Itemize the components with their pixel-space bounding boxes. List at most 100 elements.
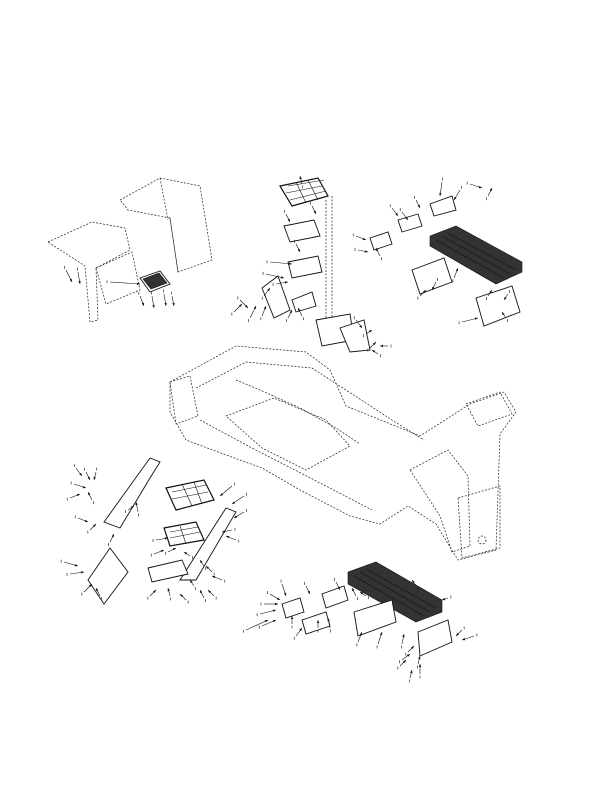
leader-arrowhead bbox=[136, 282, 140, 285]
leader-arrowhead bbox=[141, 302, 144, 306]
leader-arrowhead bbox=[200, 590, 203, 594]
leader-arrowhead bbox=[432, 286, 435, 290]
leader-arrowhead bbox=[152, 304, 155, 308]
leader-arrowhead bbox=[87, 476, 90, 480]
leader-arrowhead bbox=[135, 502, 138, 506]
frame-right-plate bbox=[457, 485, 501, 559]
leader-arrowhead bbox=[172, 548, 176, 551]
leader-arrowhead bbox=[283, 592, 287, 596]
lower-left-side-shield bbox=[87, 547, 129, 605]
frame-right-box bbox=[409, 449, 471, 553]
tread-bracket-b bbox=[475, 285, 521, 327]
leader-arrowhead bbox=[316, 620, 320, 623]
leader-arrowhead bbox=[253, 306, 256, 310]
leader-arrowhead bbox=[78, 280, 81, 284]
leader-arrowhead bbox=[80, 571, 84, 574]
frame-bore bbox=[477, 535, 487, 545]
upper-step-bracket bbox=[283, 219, 321, 243]
leader-arrowhead bbox=[74, 564, 78, 567]
leader-arrowhead bbox=[245, 305, 248, 308]
leader-arrowhead bbox=[164, 302, 167, 306]
leader-arrowhead bbox=[402, 634, 405, 638]
lower-step-clamp-c bbox=[321, 585, 349, 609]
step-clamp-b bbox=[397, 213, 423, 233]
leader-arrowhead bbox=[368, 330, 372, 333]
leader-arrowhead bbox=[111, 534, 114, 538]
leader-arrowhead bbox=[184, 552, 188, 555]
lower-step-clamp-b bbox=[301, 611, 331, 635]
frame-rail-bottom bbox=[199, 419, 373, 511]
leader-arrowhead bbox=[289, 310, 292, 314]
leader-arrowhead bbox=[442, 597, 446, 601]
leader-arrowhead bbox=[364, 250, 368, 253]
leader-arrowhead bbox=[263, 306, 266, 310]
leader-arrowhead bbox=[93, 476, 96, 480]
leader-arrowhead bbox=[406, 654, 410, 657]
leader-arrowhead bbox=[478, 185, 482, 189]
leader-arrowhead bbox=[352, 588, 355, 592]
lower-left-step-assembly bbox=[87, 457, 237, 605]
leader-arrowhead bbox=[226, 536, 230, 539]
leader-arrowhead bbox=[276, 597, 280, 600]
leader-line bbox=[269, 261, 293, 265]
cab-roof-edge bbox=[159, 177, 179, 273]
leader-arrowhead bbox=[379, 632, 383, 636]
leader-arrowhead bbox=[372, 350, 376, 353]
cab-inner-edge bbox=[95, 251, 141, 305]
cab-and-rear-guard bbox=[47, 177, 213, 323]
upper-right-step-assembly bbox=[369, 195, 523, 327]
frame-right-upright bbox=[465, 391, 513, 427]
leader-arrowhead bbox=[84, 519, 88, 522]
leader-line bbox=[245, 619, 269, 631]
leader-arrowhead bbox=[410, 670, 413, 674]
leader-arrowhead bbox=[504, 296, 507, 300]
leader-arrowhead bbox=[88, 492, 91, 496]
lower-tread-bracket-a bbox=[353, 599, 397, 637]
frame-left-stub bbox=[169, 375, 199, 425]
leader-line bbox=[265, 273, 285, 279]
leader-arrowhead bbox=[489, 290, 492, 294]
tread-bracket-a bbox=[411, 257, 453, 295]
upper-grate-step bbox=[279, 177, 329, 207]
leader-arrowhead bbox=[79, 472, 82, 476]
step-mount-gusset bbox=[339, 319, 371, 353]
lower-tread-bracket-b bbox=[417, 619, 453, 657]
leader-arrowhead bbox=[232, 501, 236, 504]
leader-arrowhead bbox=[299, 176, 302, 180]
leader-arrowhead bbox=[89, 584, 92, 587]
cab-step-grate-fill bbox=[142, 272, 168, 290]
leader-arrowhead bbox=[272, 609, 276, 612]
leader-arrowhead bbox=[297, 248, 300, 252]
leader-arrowhead bbox=[456, 633, 459, 636]
leader-arrowhead bbox=[69, 278, 72, 282]
leader-arrowhead bbox=[82, 485, 86, 489]
cab-side-panel bbox=[47, 221, 131, 323]
leader-arrowhead bbox=[327, 618, 330, 622]
leader-arrowhead bbox=[462, 637, 466, 641]
leader-arrowhead bbox=[474, 317, 478, 320]
lower-left-step-plate bbox=[147, 559, 189, 583]
leader-arrowhead bbox=[239, 304, 242, 307]
leader-arrowhead bbox=[423, 290, 426, 293]
leader-arrowhead bbox=[439, 192, 442, 196]
leader-arrowhead bbox=[502, 312, 505, 316]
leader-arrowhead bbox=[93, 524, 96, 527]
leader-arrowhead bbox=[267, 288, 270, 292]
leader-arrowhead bbox=[412, 580, 415, 584]
leader-arrowhead bbox=[376, 248, 379, 252]
lower-left-mid-step bbox=[163, 521, 205, 547]
lower-left-hanger-arm bbox=[103, 457, 161, 529]
lower-left-grate-step bbox=[165, 479, 215, 511]
leader-arrowhead bbox=[234, 515, 238, 518]
leader-arrowhead bbox=[167, 588, 170, 592]
leader-arrowhead bbox=[307, 590, 310, 594]
leader-arrowhead bbox=[275, 602, 278, 606]
leader-arrowhead bbox=[455, 268, 458, 272]
leader-arrowhead bbox=[418, 664, 422, 667]
leader-arrowhead bbox=[264, 620, 268, 623]
leader-arrowhead bbox=[153, 590, 156, 593]
main-frame bbox=[169, 345, 517, 561]
leader-arrowhead bbox=[130, 506, 134, 509]
leader-arrowhead bbox=[220, 493, 224, 496]
leader-arrowhead bbox=[222, 530, 226, 533]
